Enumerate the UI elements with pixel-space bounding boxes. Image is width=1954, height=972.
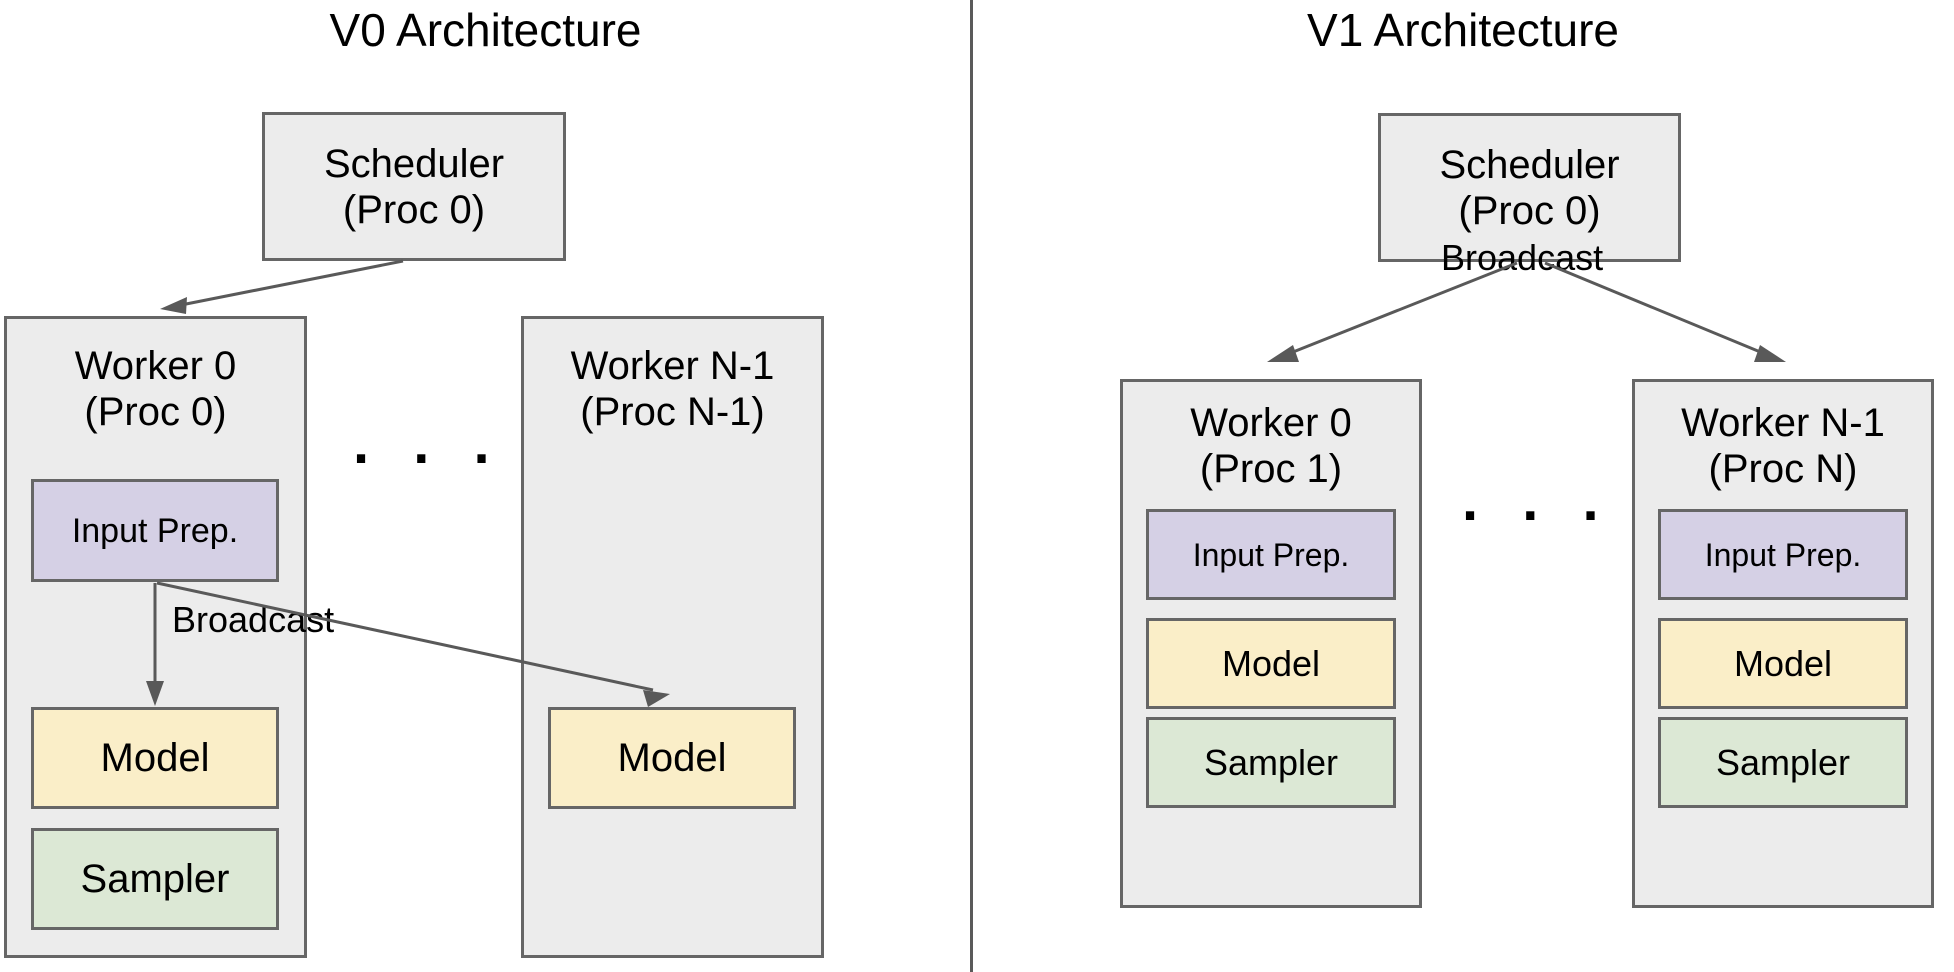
v0-worker-n-1-line1: Worker N-1: [570, 344, 775, 388]
v0-worker-n-1-box: Worker N-1 (Proc N-1): [521, 316, 824, 958]
v1-scheduler-line2: (Proc 0): [1458, 188, 1601, 233]
v0-worker-n-1-line2: (Proc N-1): [580, 390, 765, 434]
v1-scheduler-line1: Scheduler: [1439, 142, 1620, 187]
v0-worker-n-1-model-label: Model: [617, 736, 727, 780]
v0-worker-0-model: Model: [31, 707, 279, 809]
v1-worker-n-1-sampler-label: Sampler: [1715, 741, 1851, 783]
v0-broadcast-label: Broadcast: [172, 599, 335, 640]
v0-worker-0-input-prep: Input Prep.: [31, 479, 279, 582]
v1-worker-n-1-line2: (Proc N): [1708, 447, 1858, 491]
v0-worker-0-sampler: Sampler: [31, 828, 279, 930]
panel-title-v0: V0 Architecture: [329, 4, 642, 56]
v1-worker-n-1-input-prep: Input Prep.: [1658, 509, 1908, 600]
v1-worker-n-1-model: Model: [1658, 618, 1908, 709]
v1-worker-0-line2: (Proc 1): [1199, 447, 1343, 491]
v0-scheduler-line1: Scheduler: [323, 141, 505, 186]
v1-broadcast-label: Broadcast: [1441, 237, 1604, 278]
v0-scheduler-line2: (Proc 0): [342, 187, 486, 232]
v1-worker-0-line1: Worker 0: [1190, 401, 1352, 445]
v1-worker-n-1-model-label: Model: [1733, 642, 1833, 684]
v0-worker-0-line2: (Proc 0): [84, 390, 227, 434]
v1-ellipsis: . . .: [1462, 468, 1613, 533]
panel-v1-architecture: V1 Architecture Scheduler (Proc 0) Worke…: [972, 0, 1954, 972]
v0-worker-0-sampler-label: Sampler: [80, 857, 230, 901]
v1-scheduler-box: Scheduler (Proc 0): [1378, 113, 1681, 262]
v0-worker-0-model-label: Model: [100, 736, 210, 780]
panel-v0-architecture: V0 Architecture Scheduler (Proc 0) Worke…: [0, 0, 971, 972]
v0-arrowhead-scheduler-to-worker0: [160, 297, 187, 314]
v0-ellipsis: . . .: [353, 411, 504, 476]
v1-worker-0-sampler-label: Sampler: [1203, 741, 1339, 783]
v0-worker-0-line1: Worker 0: [74, 344, 237, 388]
v1-worker-0-input-prep: Input Prep.: [1146, 509, 1396, 600]
panel-title-v1: V1 Architecture: [1307, 4, 1619, 56]
v1-worker-n-1-sampler: Sampler: [1658, 717, 1908, 808]
v0-worker-n-1-model: Model: [548, 707, 796, 809]
v1-arrowhead-scheduler-to-workern1: [1754, 345, 1786, 362]
v0-scheduler-box: Scheduler (Proc 0): [262, 112, 566, 261]
v1-worker-0-model: Model: [1146, 618, 1396, 709]
v1-worker-n-1-line1: Worker N-1: [1681, 401, 1885, 445]
v1-worker-0-model-label: Model: [1221, 642, 1321, 684]
v0-arrow-scheduler-to-worker0: [175, 259, 404, 308]
v0-worker-0-input-prep-label: Input Prep.: [71, 511, 239, 550]
v1-worker-0-sampler: Sampler: [1146, 717, 1396, 808]
v1-arrowhead-scheduler-to-worker0: [1267, 345, 1299, 362]
v1-worker-0-input-prep-label: Input Prep.: [1192, 536, 1350, 573]
v1-worker-n-1-input-prep-label: Input Prep.: [1704, 536, 1862, 573]
panel-divider: [970, 0, 973, 972]
